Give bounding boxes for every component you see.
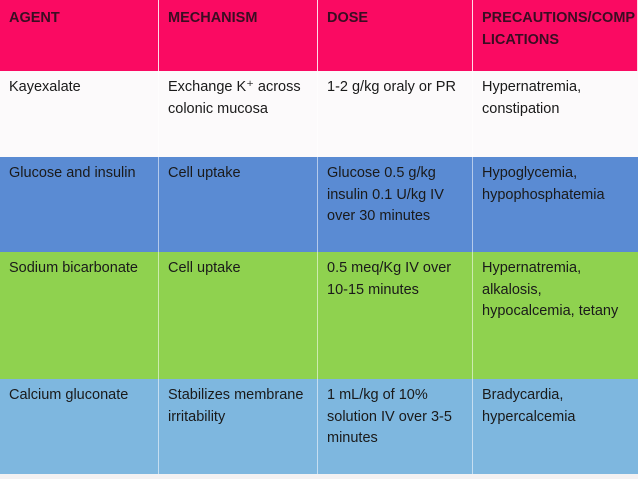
cell-mechanism: Exchange K⁺ across colonic mucosa xyxy=(159,71,318,157)
cell-mechanism: Stabilizes membrane irritability xyxy=(159,379,318,474)
table-row-glucose-insulin: Glucose and insulin Cell uptake Glucose … xyxy=(0,157,638,252)
cell-precautions: Hypernatremia, constipation xyxy=(482,79,582,117)
cell-dose: 1 mL/kg of 10% solution IV over 3-5 minu… xyxy=(318,379,473,474)
cell-precautions: Hypernatremia, alkalosis, hypocalcemia, … xyxy=(482,260,619,319)
table-row-sodium-bicarbonate: Sodium bicarbonate Cell uptake 0.5 meq/K… xyxy=(0,252,638,379)
cell-agent: Glucose and insulin xyxy=(0,157,159,252)
header-dose: DOSE xyxy=(318,0,473,71)
cell-mechanism: Cell uptake xyxy=(159,157,318,252)
cell-agent: Sodium bicarbonate xyxy=(0,252,159,379)
cell-agent: Calcium gluconate xyxy=(0,379,159,474)
table-header-row: AGENT MECHANISM DOSE PRECAUTIONS/COMP LI… xyxy=(0,0,638,71)
cell-agent: Kayexalate xyxy=(0,71,159,157)
header-precautions: PRECAUTIONS/COMP LICATIONS xyxy=(473,0,638,71)
cell-dose: 0.5 meq/Kg IV over 10-15 minutes xyxy=(318,252,473,379)
cell-dose: 1-2 g/kg oraly or PR xyxy=(318,71,473,157)
bottom-margin-strip xyxy=(0,474,638,479)
cell-precautions: Hypoglycemia, hypophosphatemia xyxy=(482,165,605,203)
header-mechanism: MECHANISM xyxy=(159,0,318,71)
cell-dose: Glucose 0.5 g/kg insulin 0.1 U/kg IV ove… xyxy=(318,157,473,252)
table-row-calcium-gluconate: Calcium gluconate Stabilizes membrane ir… xyxy=(0,379,638,474)
table-row-kayexalate: Kayexalate Exchange K⁺ across colonic mu… xyxy=(0,71,638,157)
cell-precautions: Bradycardia, hypercalcemia xyxy=(482,387,576,425)
cell-mechanism: Cell uptake xyxy=(159,252,318,379)
header-agent: AGENT xyxy=(0,0,159,71)
